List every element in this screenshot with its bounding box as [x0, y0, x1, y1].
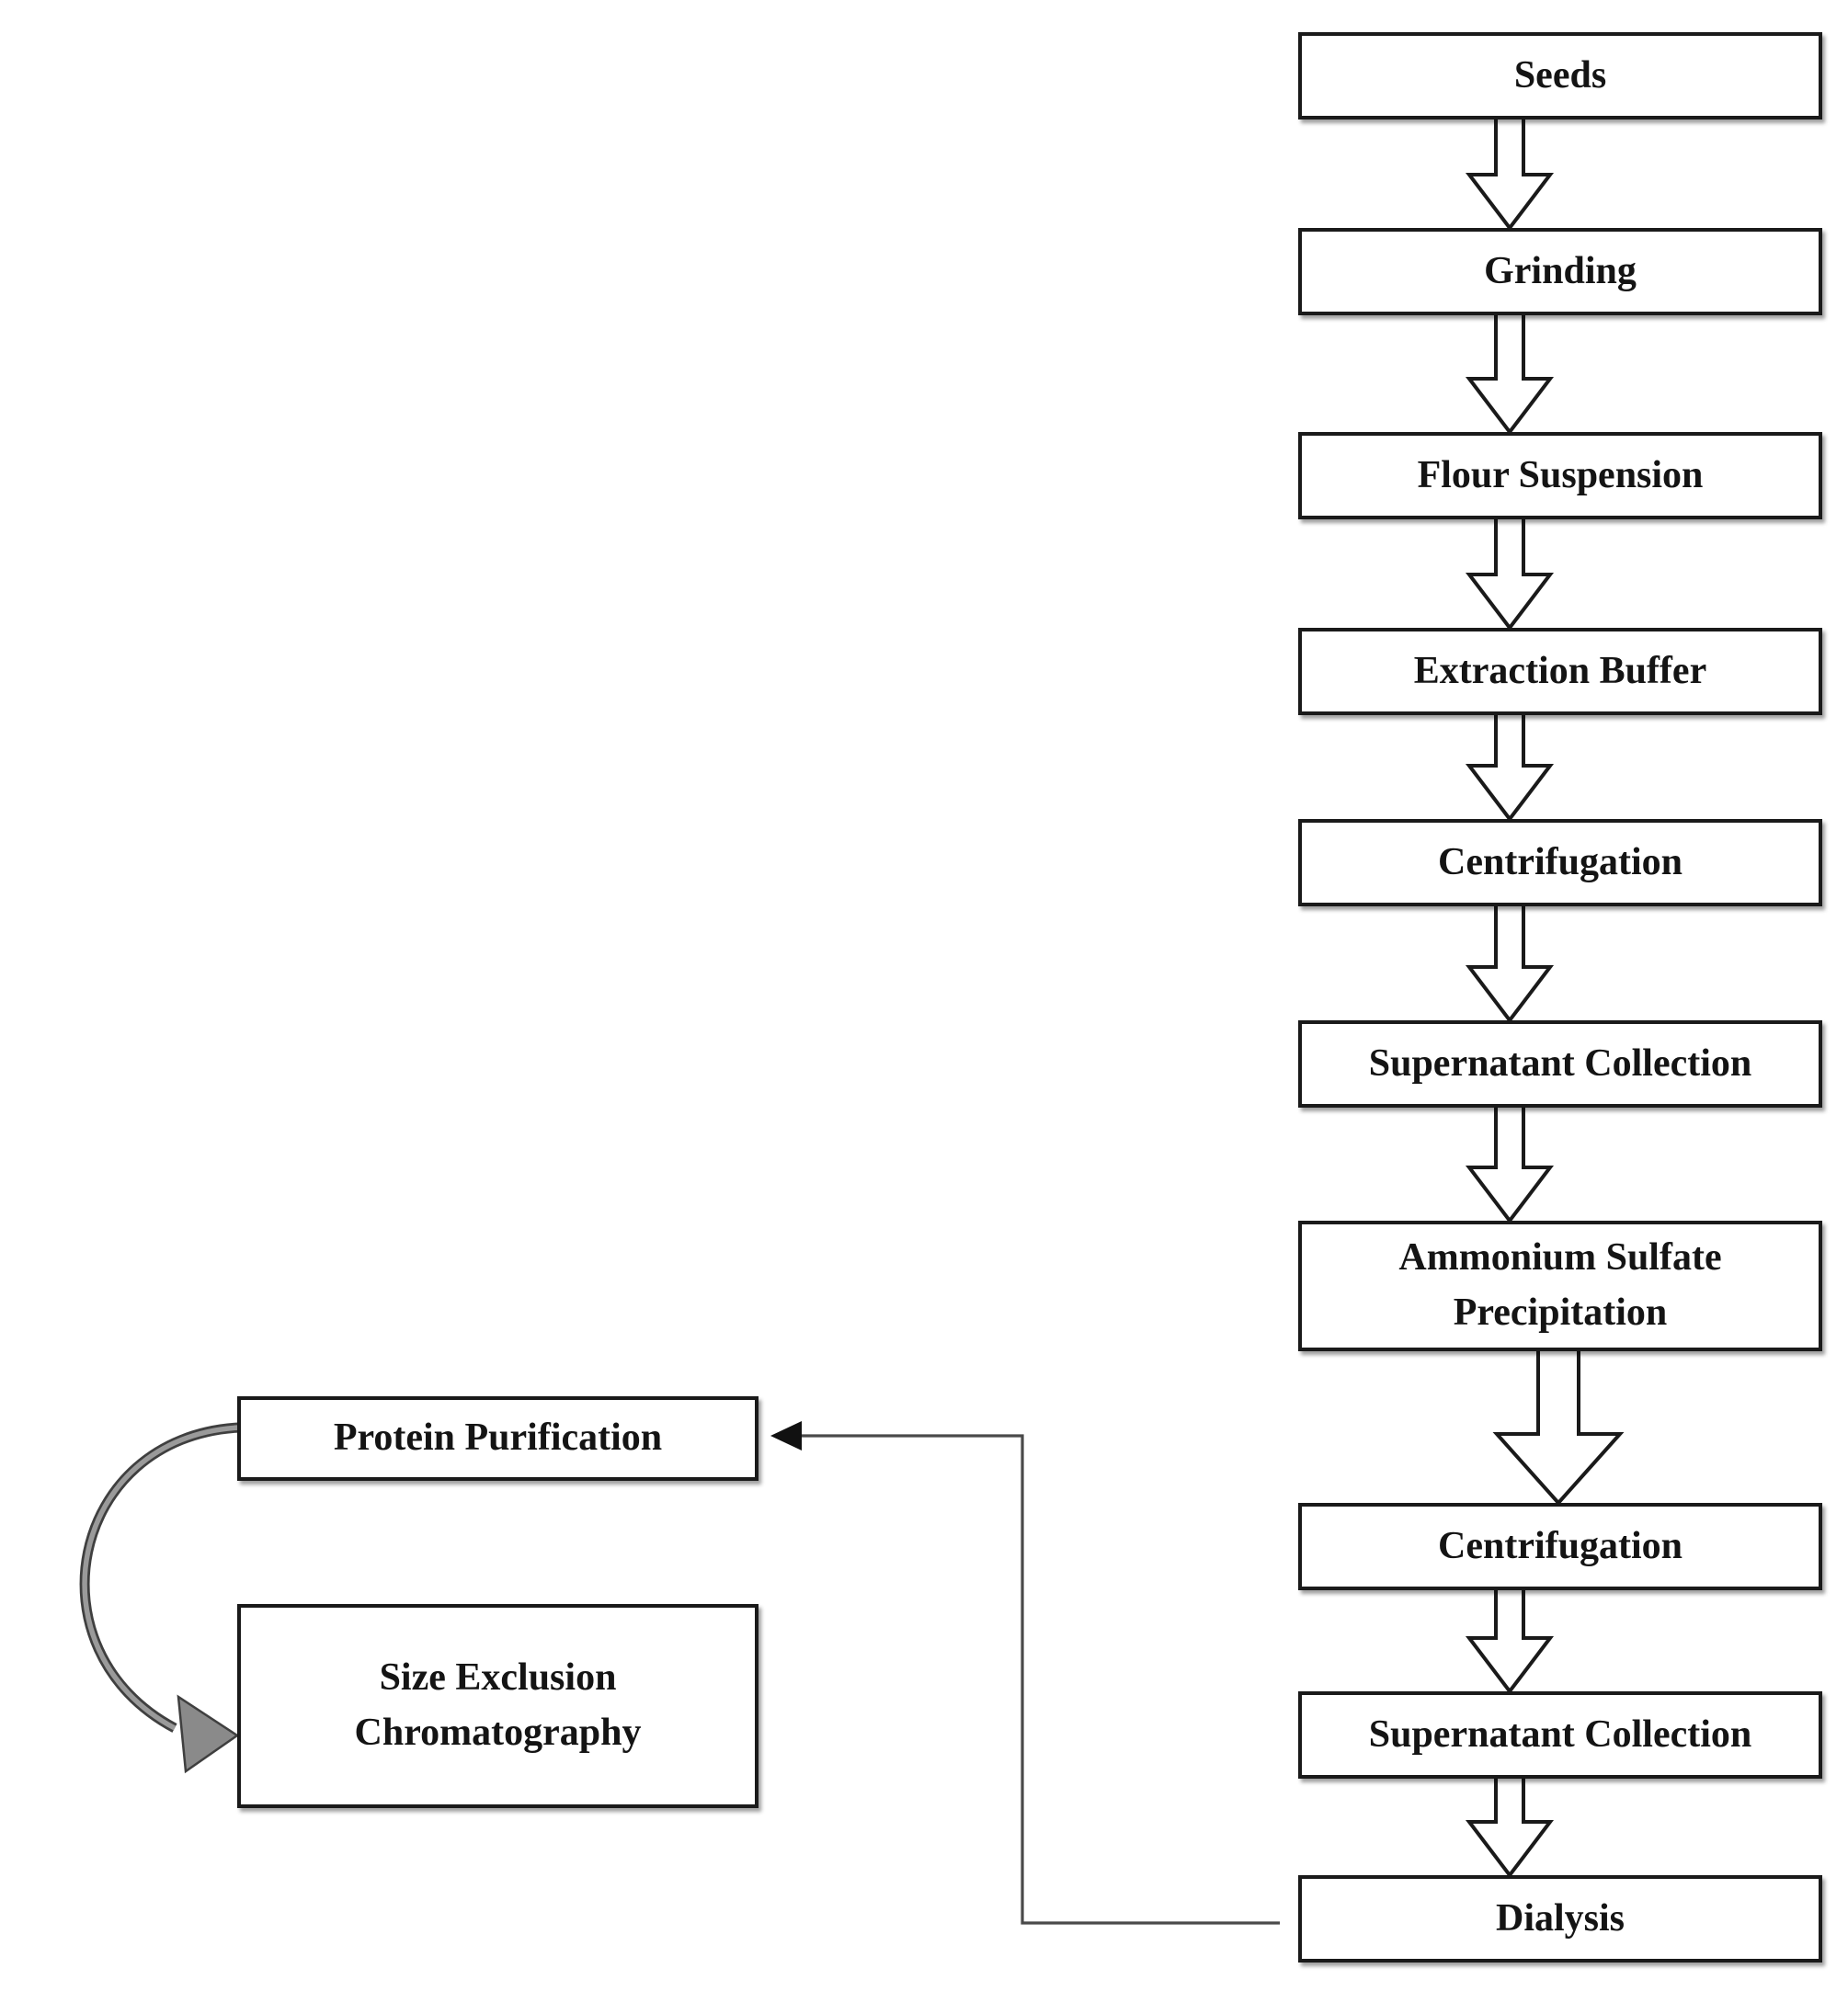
flow-step-centrifugation-1: Centrifugation — [1298, 819, 1822, 906]
flow-step-label: Supernatant Collection — [1368, 1712, 1752, 1756]
flow-step-label: Extraction Buffer — [1413, 649, 1707, 692]
purification-to-sec-curve-fill — [82, 1425, 240, 1731]
block-arrow-centrifugation2-supernatant2 — [1465, 1590, 1555, 1695]
flow-step-label: Flour Suspension — [1417, 453, 1704, 496]
flow-step-label: Protein Purification — [333, 1416, 663, 1460]
dialysis-to-purification-arrowhead — [770, 1421, 802, 1451]
block-arrow-extraction-centrifugation — [1465, 715, 1555, 823]
flow-step-centrifugation-2: Centrifugation — [1298, 1503, 1822, 1590]
flow-step-label: Dialysis — [1495, 1896, 1626, 1940]
block-arrow-supernatant-ammonium — [1465, 1108, 1555, 1224]
flow-step-extraction-buffer: Extraction Buffer — [1298, 628, 1822, 715]
flow-step-label: Centrifugation — [1438, 840, 1683, 883]
flow-step-seeds: Seeds — [1298, 32, 1822, 119]
purification-to-sec-arrowhead — [177, 1694, 240, 1774]
block-arrow-ammonium-centrifugation-large — [1492, 1351, 1625, 1507]
flow-step-label: Supernatant Collection — [1368, 1041, 1752, 1085]
flow-step-label: Centrifugation — [1438, 1524, 1683, 1567]
flow-step-supernatant-collection-2: Supernatant Collection — [1298, 1691, 1822, 1779]
dialysis-to-purification-line — [798, 1434, 1280, 1925]
flow-step-ammonium-sulfate-precipitation: Ammonium Sulfate Precipitation — [1298, 1221, 1822, 1351]
block-arrow-centrifugation-supernatant — [1465, 906, 1555, 1024]
flow-step-supernatant-collection-1: Supernatant Collection — [1298, 1020, 1822, 1108]
flow-step-label: Seeds — [1513, 53, 1607, 97]
block-arrow-seeds-grinding — [1465, 119, 1555, 232]
flow-step-size-exclusion-chromatography: Size Exclusion Chromatography — [237, 1604, 759, 1808]
flow-step-label: Grinding — [1484, 249, 1637, 292]
flow-step-protein-purification: Protein Purification — [237, 1396, 759, 1481]
flow-step-label: Ammonium Sulfate Precipitation — [1398, 1236, 1722, 1334]
block-arrow-supernatant2-dialysis — [1465, 1779, 1555, 1879]
flow-step-grinding: Grinding — [1298, 228, 1822, 315]
purification-to-sec-curve-outline — [79, 1422, 240, 1733]
flow-step-label: Size Exclusion Chromatography — [354, 1656, 642, 1754]
flow-step-flour-suspension: Flour Suspension — [1298, 432, 1822, 519]
flow-step-dialysis: Dialysis — [1298, 1875, 1822, 1963]
block-arrow-grinding-flour — [1465, 315, 1555, 436]
block-arrow-flour-extraction — [1465, 519, 1555, 631]
